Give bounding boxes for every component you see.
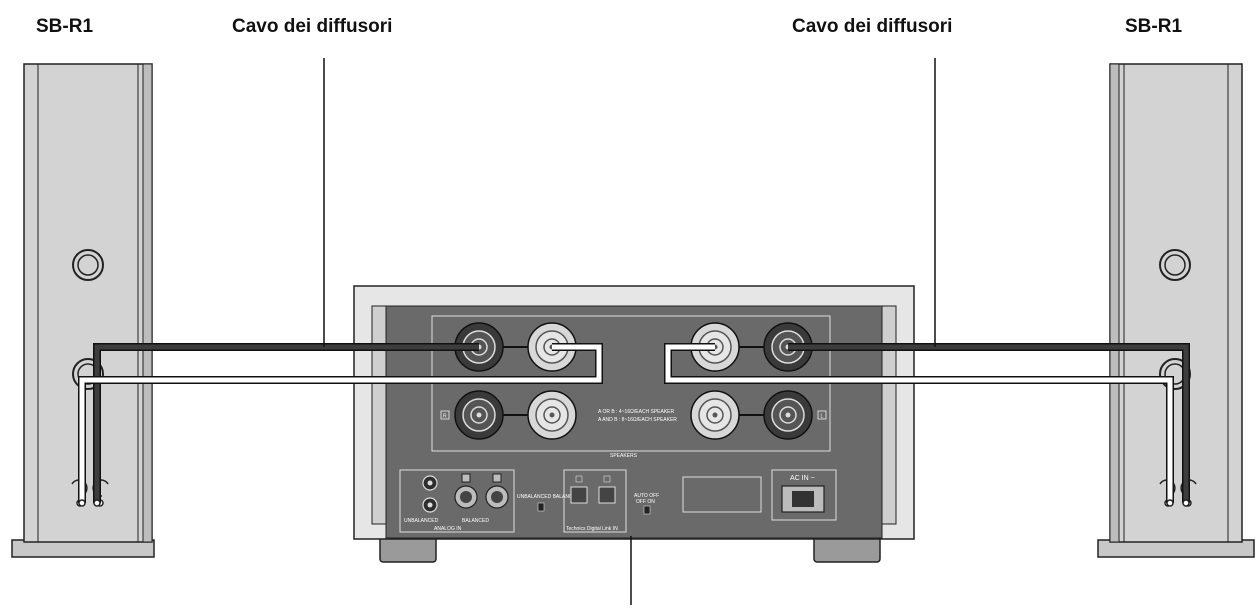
unbal-bal-switch-label: UNBALANCED BALANCED xyxy=(517,494,580,500)
r-mark: R xyxy=(443,414,447,420)
auto-off-options: OFF ON xyxy=(636,499,655,505)
unbalanced-label: UNBALANCED xyxy=(404,518,439,524)
digital-link-label: Technics Digital Link IN xyxy=(566,526,618,532)
impedance-note-1: A OR B : 4~16Ω/EACH SPEAKER xyxy=(598,409,675,415)
speaker-label-left: SB-R1 xyxy=(36,16,94,37)
analog-in-label: ANALOG IN xyxy=(434,526,462,532)
ac-in-label: AC IN ~ xyxy=(790,475,815,482)
amplifier: SPEAKERS xyxy=(353,285,915,563)
right-speaker xyxy=(1097,63,1255,558)
cable-label-right: Cavo dei diffusori xyxy=(792,16,953,37)
cable-label-left: Cavo dei diffusori xyxy=(232,16,393,37)
balanced-label: BALANCED xyxy=(462,518,489,524)
impedance-note-2: A AND B : 8~16Ω/EACH SPEAKER xyxy=(598,417,677,423)
l-mark: L xyxy=(821,414,824,420)
auto-off-label: AUTO OFF xyxy=(634,493,659,499)
speaker-label-right: SB-R1 xyxy=(1125,16,1183,37)
speakers-label: SPEAKERS xyxy=(610,453,638,459)
left-speaker xyxy=(11,63,155,558)
